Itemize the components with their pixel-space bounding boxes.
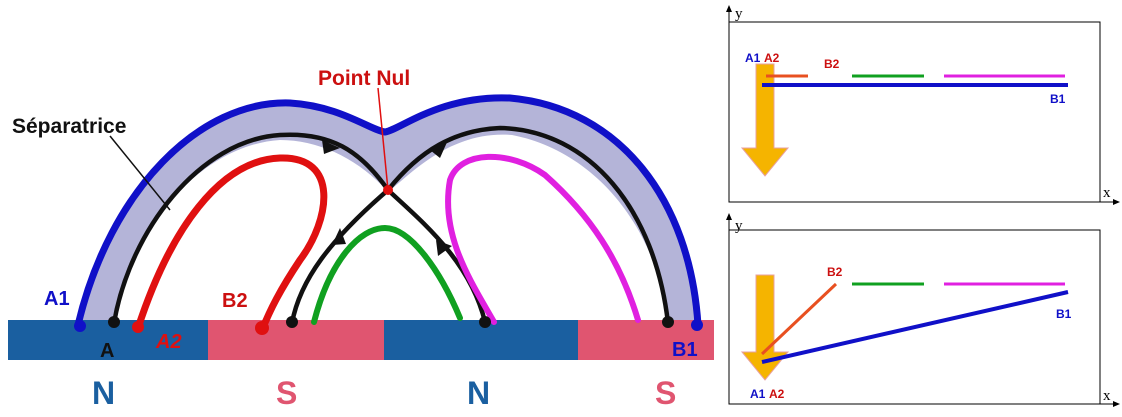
field-line-green <box>311 224 463 325</box>
footpoint-a-dot <box>108 316 120 328</box>
panel-bottom-a2-label: A2 <box>769 387 785 401</box>
pole-segment-south-1 <box>208 320 384 360</box>
panel-bottom: y x B2 B1 A1 A2 <box>726 213 1120 407</box>
pole-label-s-2: S <box>655 375 676 411</box>
pole-label-n-1: N <box>92 375 115 411</box>
footpoint-a2-dot <box>132 321 144 333</box>
panel-bottom-line-red <box>760 282 838 356</box>
null-point-dot <box>383 185 393 195</box>
footpoint-a-label: A <box>100 340 114 362</box>
panel-top-y-label: y <box>735 6 743 22</box>
pole-segment-north-1 <box>8 320 208 360</box>
panel-top-b2-label: B2 <box>824 57 840 71</box>
separatrix-pointer <box>109 135 171 211</box>
arrow-marker-4 <box>436 240 452 256</box>
null-point-label: Point Nul <box>318 67 410 90</box>
panel-bottom-y-arrow <box>726 213 732 220</box>
panel-top-a1-label: A1 <box>745 51 761 65</box>
panel-top-x-arrow <box>1113 199 1120 205</box>
panel-bottom-line-blue <box>761 290 1069 364</box>
field-line-magenta <box>445 153 641 325</box>
main-diagram: Séparatrice Point Nul A1 A A2 B2 B1 N S … <box>8 67 714 411</box>
field-line-blue <box>74 94 702 329</box>
pole-segment-north-2 <box>384 320 578 360</box>
footpoint-a1-dot <box>74 320 86 332</box>
footpoint-a2-label: A2 <box>155 331 182 353</box>
arrow-marker-2 <box>430 140 448 158</box>
footpoint-b2-dot <box>255 321 269 335</box>
panel-bottom-b1-label: B1 <box>1056 307 1072 321</box>
panel-bottom-b2-label: B2 <box>827 265 843 279</box>
footpoint-b1-label: B1 <box>672 339 698 361</box>
footpoint-black-s-dot <box>286 316 298 328</box>
panel-bottom-frame <box>728 229 1101 405</box>
separatrix-region <box>78 99 698 322</box>
footpoint-black-right-dot <box>662 316 674 328</box>
panel-bottom-flow-arrow <box>740 274 790 381</box>
footpoint-black-n-dot <box>479 316 491 328</box>
panel-top-a2-label: A2 <box>764 51 780 65</box>
footpoint-a1-label: A1 <box>44 288 70 310</box>
panel-bottom-y-label: y <box>735 218 743 234</box>
arrow-marker-1 <box>322 140 340 154</box>
panel-bottom-x-arrow <box>1113 401 1120 407</box>
panel-bottom-a1-label: A1 <box>750 387 766 401</box>
panel-top-b1-label: B1 <box>1050 92 1066 106</box>
null-point-pointer <box>377 87 389 191</box>
footpoint-b1-dot <box>691 319 703 331</box>
field-line-red <box>134 154 328 334</box>
panel-top-y-arrow <box>726 5 732 12</box>
pole-label-n-2: N <box>467 375 490 411</box>
panel-top-x-label: x <box>1103 185 1111 201</box>
panel-top: y x A1 A2 B2 B1 <box>726 5 1120 205</box>
panel-bottom-x-label: x <box>1103 388 1111 404</box>
panel-top-frame <box>728 21 1101 203</box>
panel-top-flow-arrow <box>740 63 790 177</box>
separatrix-label: Séparatrice <box>12 115 126 138</box>
arrow-marker-3 <box>332 228 346 245</box>
pole-label-s-1: S <box>276 375 297 411</box>
footpoint-b2-label: B2 <box>222 290 248 312</box>
